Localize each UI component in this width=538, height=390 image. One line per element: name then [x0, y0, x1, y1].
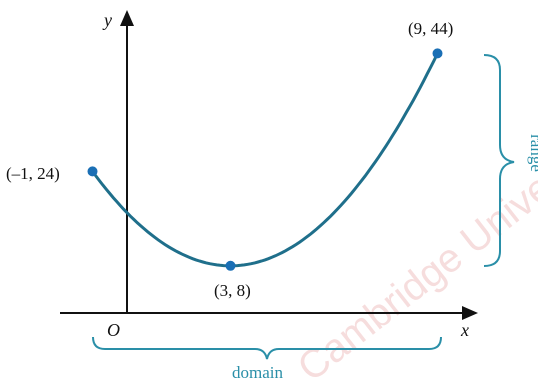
point-end-label: (9, 44): [408, 19, 453, 38]
point-vertex-label: (3, 8): [214, 281, 251, 300]
y-axis-arrow: [120, 10, 134, 26]
y-axis-label: y: [102, 10, 112, 30]
parabola-curve: [91, 52, 439, 268]
point-start: [87, 166, 98, 177]
origin-label: O: [107, 320, 120, 340]
range-label: range: [527, 134, 538, 172]
point-vertex: [225, 260, 236, 271]
range-brace: [483, 54, 515, 267]
domain-label: domain: [232, 363, 283, 382]
point-end: [432, 48, 443, 59]
x-axis-label: x: [460, 320, 469, 340]
x-axis-arrow: [462, 306, 478, 320]
point-start-label: (–1, 24): [6, 164, 60, 183]
domain-brace: [92, 336, 442, 360]
